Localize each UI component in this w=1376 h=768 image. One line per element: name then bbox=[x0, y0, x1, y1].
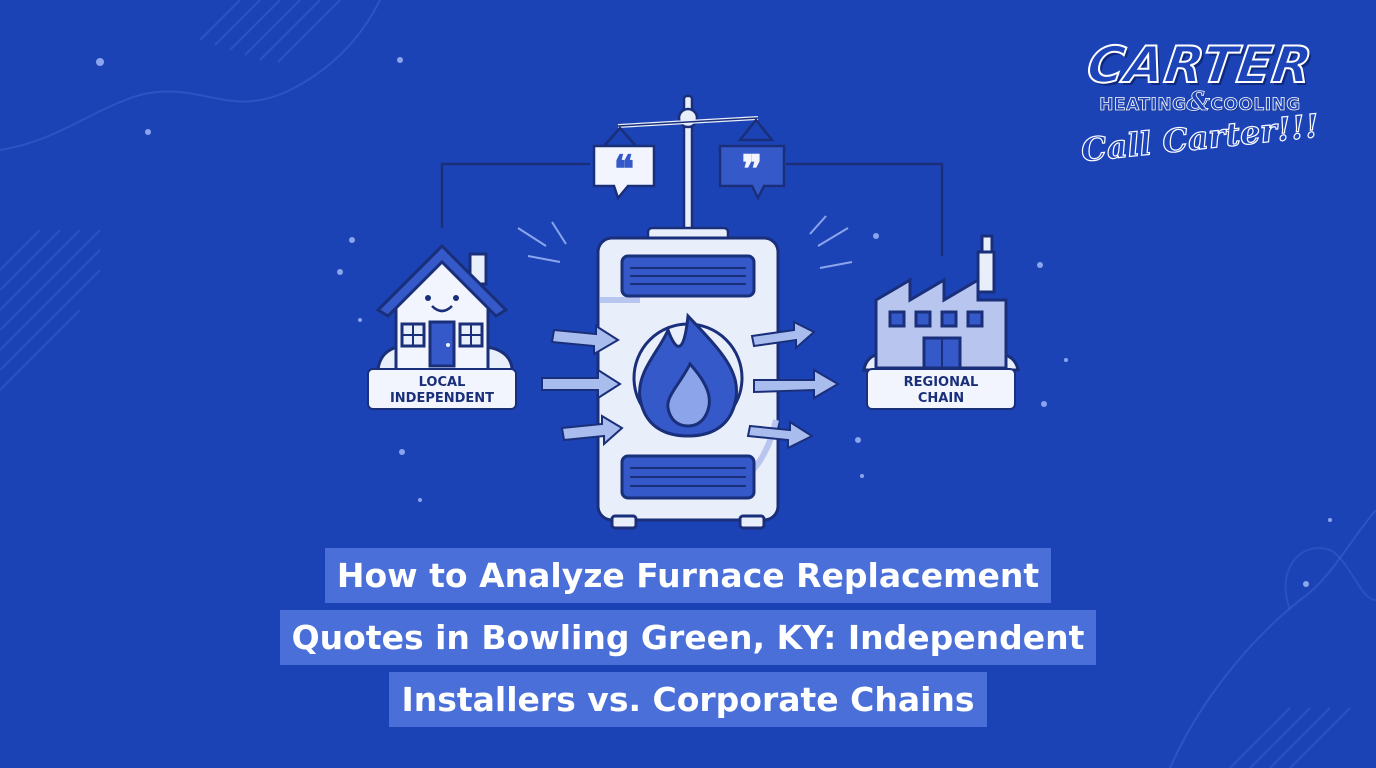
local-label-line1: LOCAL bbox=[418, 375, 466, 390]
sparkle-dots bbox=[96, 57, 1332, 587]
logo-heating: HEATING bbox=[1099, 95, 1187, 116]
swirl-bottom-right-2 bbox=[1284, 547, 1376, 611]
regional-label-line1: REGIONAL bbox=[903, 375, 979, 390]
flame-icon bbox=[632, 312, 744, 438]
quote-close-mark: ❞ bbox=[742, 146, 762, 191]
headline-line-1: How to Analyze Furnace Replacement bbox=[324, 548, 1052, 603]
headline-line-3: Installers vs. Corporate Chains bbox=[389, 672, 987, 727]
quote-open-mark: ❝ bbox=[614, 146, 634, 191]
factory-icon bbox=[862, 234, 1020, 372]
logo-cooling: COOLING bbox=[1210, 95, 1301, 116]
regional-chain-label: REGIONAL CHAIN bbox=[866, 368, 1016, 410]
carter-logo: CARTER HEATING&COOLING Call Carter!!! bbox=[1060, 35, 1340, 190]
swirl-top-left bbox=[0, 0, 381, 151]
connector-left bbox=[440, 162, 590, 228]
house-icon bbox=[375, 243, 514, 372]
regional-label-line2: CHAIN bbox=[917, 391, 965, 406]
spark-lines bbox=[517, 215, 853, 269]
headline-line-2: Quotes in Bowling Green, KY: Independent bbox=[279, 610, 1097, 665]
hatch-left bbox=[0, 229, 101, 391]
local-label-line2: INDEPENDENT bbox=[389, 391, 495, 406]
logo-ampersand: & bbox=[1186, 87, 1211, 117]
hatch-top-left bbox=[199, 0, 341, 63]
logo-brand: CARTER bbox=[1083, 35, 1318, 95]
local-independent-label: LOCAL INDEPENDENT bbox=[367, 368, 517, 410]
arrow-icon bbox=[541, 320, 840, 450]
quote-bubble-icon: ❝ ❞ bbox=[592, 144, 786, 201]
logo-heating-cooling: HEATING&COOLING bbox=[1060, 89, 1340, 116]
connector-right bbox=[786, 162, 944, 256]
hatch-bottom-right bbox=[1229, 707, 1351, 768]
headline: How to Analyze Furnace Replacement Quote… bbox=[0, 548, 1376, 734]
